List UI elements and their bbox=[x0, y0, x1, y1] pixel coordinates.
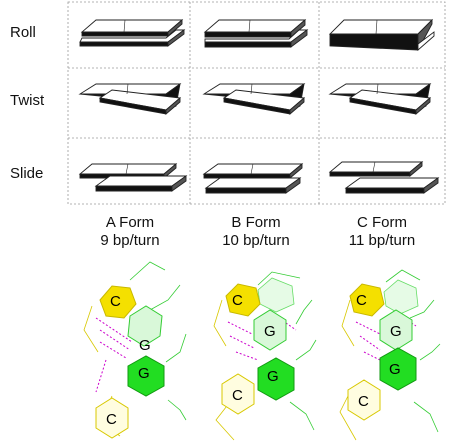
row-label-twist: Twist bbox=[10, 92, 45, 109]
base-a-1 bbox=[99, 285, 137, 319]
stacking-a: C G G C bbox=[83, 261, 187, 439]
hbonds-a bbox=[95, 317, 133, 393]
base-label-a-3: G bbox=[138, 365, 150, 382]
column-label-a: A Form 9 bp/turn bbox=[70, 214, 190, 250]
base-label-c-4: C bbox=[358, 393, 369, 410]
base-b-1 bbox=[225, 283, 261, 317]
slab-twist-b bbox=[202, 82, 306, 115]
row-label-slide: Slide bbox=[10, 165, 44, 182]
form-name-a: A Form bbox=[105, 214, 155, 231]
turn-rate-a: 9 bp/turn bbox=[100, 232, 160, 249]
base-label-b-3: G bbox=[267, 368, 279, 385]
base-label-a-2: G bbox=[139, 337, 151, 354]
form-name-b: B Form bbox=[231, 214, 281, 231]
turn-rate-c: 11 bp/turn bbox=[348, 232, 416, 249]
turn-rate-b: 10 bp/turn bbox=[222, 232, 290, 249]
base-step-grid bbox=[67, 1, 446, 205]
base-a-4 bbox=[95, 397, 129, 439]
base-label-c-1: C bbox=[356, 292, 367, 309]
base-label-a-1: C bbox=[110, 293, 121, 310]
base-c-1 bbox=[349, 283, 385, 317]
base-a-3 bbox=[127, 355, 165, 397]
slab-twist-c bbox=[328, 82, 432, 115]
slab-twist-a bbox=[78, 82, 182, 115]
row-label-roll: Roll bbox=[10, 24, 36, 41]
base-b-2 bbox=[253, 309, 287, 351]
base-b-4-green-ghost bbox=[257, 277, 295, 313]
base-label-b-2: G bbox=[264, 323, 276, 340]
base-c-2 bbox=[379, 309, 413, 351]
base-c-3 bbox=[379, 347, 417, 391]
grid-lines bbox=[67, 1, 446, 205]
base-b-3 bbox=[257, 357, 295, 401]
stacking-c: C G G C bbox=[339, 269, 441, 441]
slab-slide-b bbox=[202, 163, 304, 194]
column-label-c: C Form 11 bp/turn bbox=[322, 214, 442, 250]
base-label-a-4: C bbox=[106, 411, 117, 428]
base-b-4 bbox=[221, 373, 255, 415]
base-label-b-1: C bbox=[232, 292, 243, 309]
stacking-b: C G G C bbox=[213, 271, 317, 441]
hbonds-c bbox=[355, 313, 417, 363]
base-label-b-4: C bbox=[232, 387, 243, 404]
hbonds-b bbox=[227, 315, 297, 361]
base-label-c-2: G bbox=[390, 323, 402, 340]
base-label-c-3: G bbox=[389, 361, 401, 378]
slab-roll-b bbox=[203, 19, 309, 48]
base-a-2 bbox=[127, 305, 163, 347]
base-c-4 bbox=[347, 379, 381, 421]
base-c-4-green-ghost bbox=[383, 279, 419, 315]
slab-roll-a bbox=[79, 19, 186, 47]
form-name-c: C Form bbox=[357, 214, 407, 231]
slab-slide-a bbox=[78, 163, 188, 192]
column-label-b: B Form 10 bp/turn bbox=[196, 214, 316, 250]
slab-slide-c bbox=[328, 161, 440, 194]
slab-roll-c bbox=[328, 18, 435, 51]
